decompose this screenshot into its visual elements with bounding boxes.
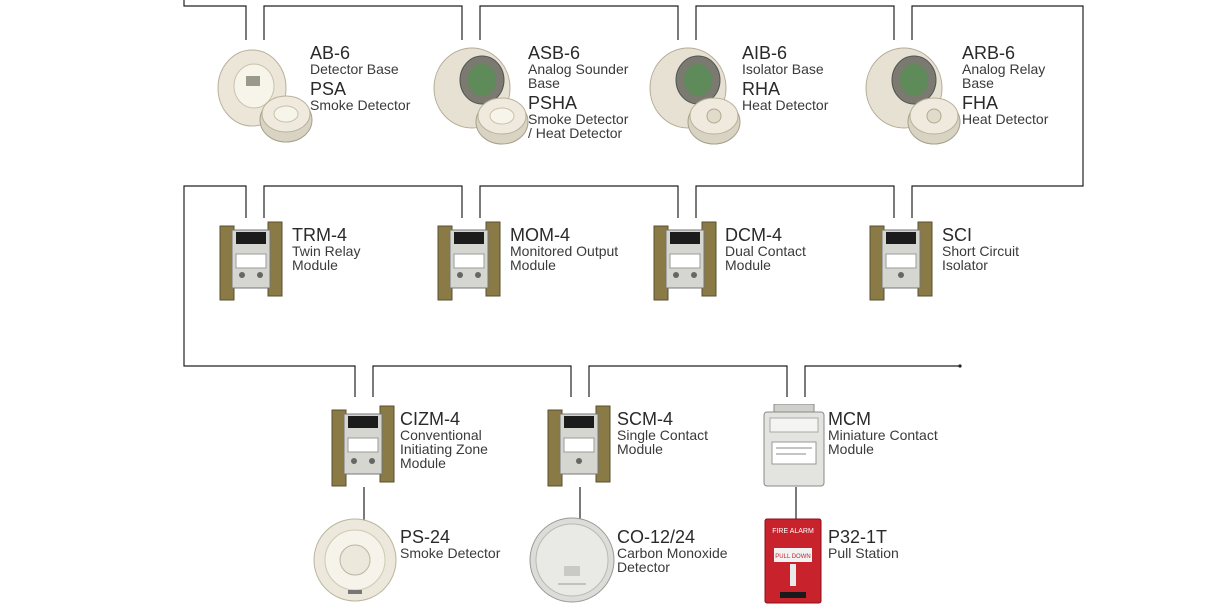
ps24-detector-image [312, 516, 398, 607]
p321t-label: P32-1T Pull Station [828, 528, 899, 560]
isolator-base-image [648, 38, 748, 151]
mcm-module-image [762, 403, 826, 493]
sounder-base-image [432, 38, 532, 151]
cizm4-label: CIZM-4 Conventional Initiating Zone Modu… [400, 410, 488, 470]
asb6-desc: Analog Sounder Base [528, 61, 629, 91]
ps24-code: PS-24 [400, 527, 451, 547]
psa-desc: Smoke Detector [310, 97, 411, 113]
scm4-module-image [546, 404, 612, 493]
trm4-module-image [218, 220, 284, 307]
trm4-desc: Twin Relay Module [292, 243, 361, 273]
psha-code: PSHA [528, 93, 578, 113]
asb6-label: ASB-6 Analog Sounder Base PSHA Smoke Det… [528, 44, 628, 140]
aib6-label: AIB-6 Isolator Base RHA Heat Detector [742, 44, 828, 112]
arb6-label: ARB-6 Analog Relay Base FHA Heat Detecto… [962, 44, 1048, 126]
p321t-code: P32-1T [828, 527, 888, 547]
ps24-label: PS-24 Smoke Detector [400, 528, 500, 560]
trm4-label: TRM-4 Twin Relay Module [292, 226, 360, 272]
co1224-code: CO-12/24 [617, 527, 696, 547]
aib6-code: AIB-6 [742, 43, 788, 63]
ab6-code: AB-6 [310, 43, 351, 63]
mcm-code: MCM [828, 409, 871, 429]
arb6-code: ARB-6 [962, 43, 1016, 63]
co1224-label: CO-12/24 Carbon Monoxide Detector [617, 528, 728, 574]
psa-code: PSA [310, 79, 347, 99]
fha-desc: Heat Detector [962, 111, 1049, 127]
rha-code: RHA [742, 79, 781, 99]
ps24-desc: Smoke Detector [400, 545, 501, 561]
p321t-desc: Pull Station [828, 545, 899, 561]
pull-station-image: FIRE ALARM PULL DOWN [764, 518, 822, 609]
dcm4-module-image [652, 220, 718, 307]
scm4-label: SCM-4 Single Contact Module [617, 410, 708, 456]
scm4-code: SCM-4 [617, 409, 674, 429]
ab6-label: AB-6 Detector Base PSA Smoke Detector [310, 44, 410, 112]
co1224-detector-image [528, 514, 616, 609]
trm4-code: TRM-4 [292, 225, 347, 245]
detector-base-image [216, 38, 316, 151]
asb6-code: ASB-6 [528, 43, 581, 63]
sci-module-image [868, 220, 934, 307]
relay-base-image [864, 38, 964, 151]
pull-station-handle-text: PULL DOWN [775, 554, 810, 560]
rha-desc: Heat Detector [742, 97, 829, 113]
mcm-desc: Miniature Contact Module [828, 427, 938, 457]
arb6-desc: Analog Relay Base [962, 61, 1046, 91]
mom4-desc: Monitored Output Module [510, 243, 619, 273]
sci-label: SCI Short Circuit Isolator [942, 226, 1019, 272]
dcm4-code: DCM-4 [725, 225, 782, 245]
ab6-desc: Detector Base [310, 61, 399, 77]
pull-station-top-text: FIRE ALARM [772, 528, 814, 535]
fha-code: FHA [962, 93, 998, 113]
mom4-module-image [436, 220, 502, 307]
mcm-label: MCM Miniature Contact Module [828, 410, 938, 456]
scm4-desc: Single Contact Module [617, 427, 709, 457]
sci-desc: Short Circuit Isolator [942, 243, 1020, 273]
sci-code: SCI [942, 225, 973, 245]
dcm4-desc: Dual Contact Module [725, 243, 806, 273]
mom4-code: MOM-4 [510, 225, 570, 245]
psha-desc: Smoke Detector / Heat Detector [528, 111, 629, 141]
mom4-label: MOM-4 Monitored Output Module [510, 226, 618, 272]
co1224-desc: Carbon Monoxide Detector [617, 545, 728, 575]
cizm4-code: CIZM-4 [400, 409, 460, 429]
aib6-desc: Isolator Base [742, 61, 824, 77]
cizm4-module-image [330, 404, 396, 493]
cizm4-desc: Conventional Initiating Zone Module [400, 427, 488, 471]
dcm4-label: DCM-4 Dual Contact Module [725, 226, 806, 272]
